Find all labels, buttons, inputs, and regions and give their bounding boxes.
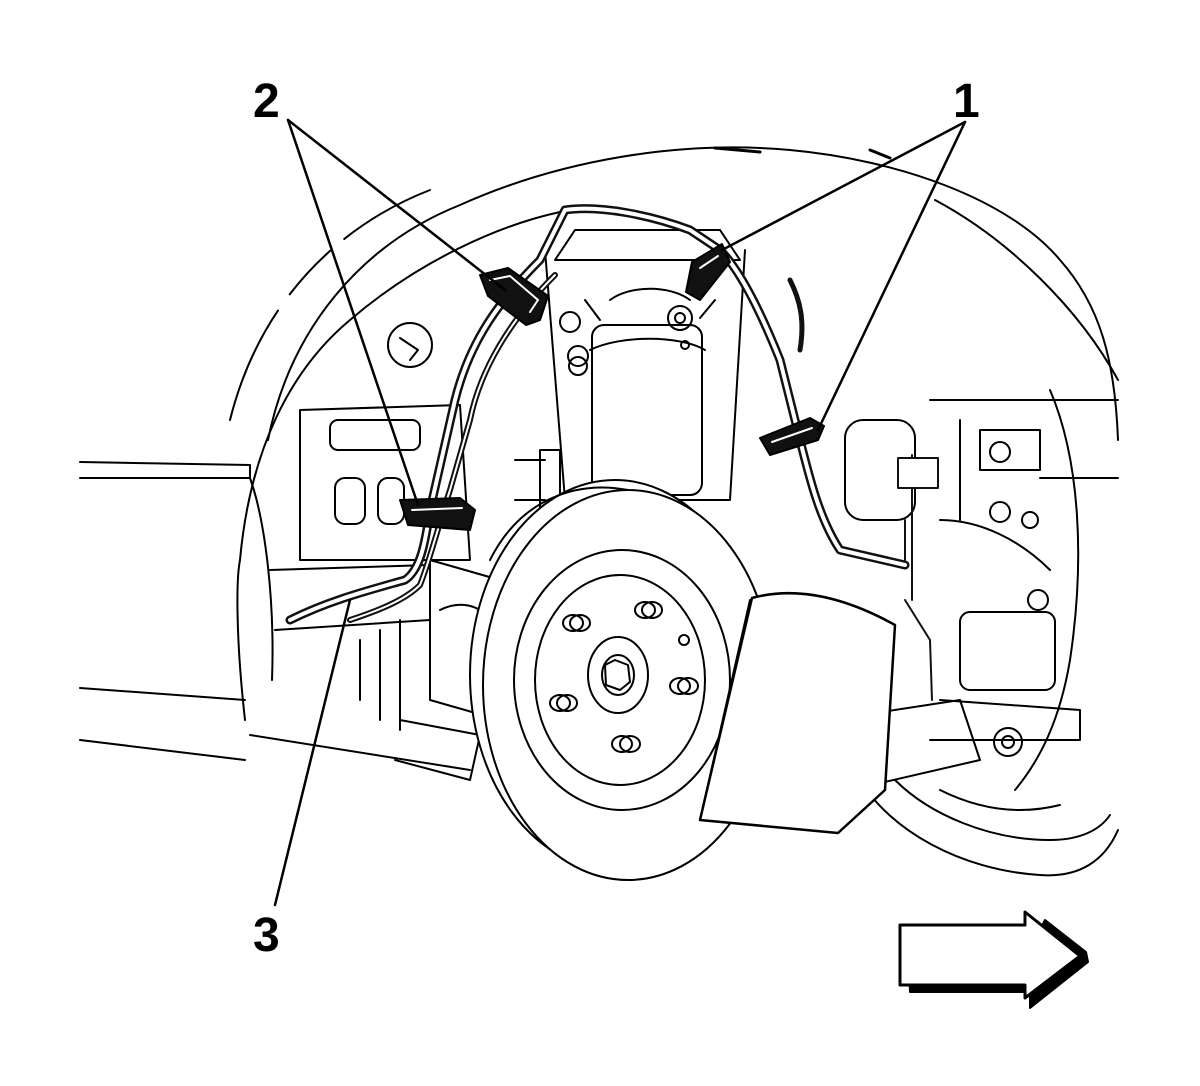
callout-label-3: 3 [253,909,280,962]
fender-arch-outline [229,146,1119,441]
brake-caliper [698,592,897,835]
tire [859,779,1119,877]
body-side-panel [79,322,471,771]
right-arrow-icon [898,910,1089,1009]
callout-label-2: 2 [253,75,280,128]
wheel-studs [549,601,699,753]
leader-lines [273,118,967,907]
right-body-structure [844,399,1119,757]
brake-rotor [469,479,774,881]
inner-liner [236,211,1080,791]
callout-label-1: 1 [953,75,980,128]
brake-hoses [285,204,939,701]
